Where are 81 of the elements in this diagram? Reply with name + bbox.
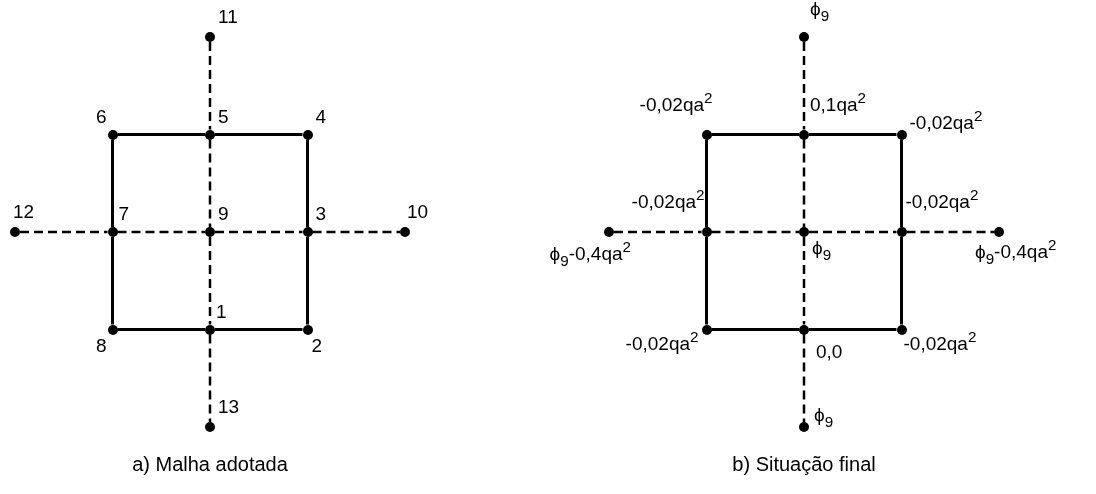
dashed-grid-line [208, 237, 212, 325]
grid-line [711, 328, 799, 331]
point-label: 13 [218, 397, 240, 416]
grid-line [117, 133, 205, 136]
dashed-grid-line [809, 230, 897, 234]
point-label: -0,02qa$^{2}$ [905, 192, 979, 211]
dashed-grid-line [711, 230, 799, 234]
grid-line [900, 237, 903, 325]
grid-line [809, 328, 897, 331]
mesh-point [799, 422, 809, 432]
dashed-grid-line [802, 237, 806, 325]
point-label: -0,02qa$^{2}$ [625, 333, 699, 353]
mesh-point [799, 129, 809, 140]
mesh-point [302, 324, 313, 335]
mesh-point [107, 129, 118, 140]
dashed-grid-line [215, 230, 303, 234]
grid-line [306, 139, 309, 227]
point-label: -0,02qa$^{2}$ [909, 112, 983, 132]
mesh-point [302, 129, 313, 140]
dashed-grid-line [906, 230, 994, 234]
mesh-point [205, 32, 215, 42]
grid-line [809, 133, 897, 136]
mesh-point [107, 324, 118, 335]
grid-line [111, 237, 114, 325]
grid-line [705, 139, 708, 227]
mesh-point [994, 227, 1004, 237]
dashed-grid-line [208, 139, 212, 227]
point-label: -0,02qa$^{2}$ [639, 94, 713, 114]
grid-line [215, 133, 303, 136]
point-label: 0,1qa$^{2}$ [810, 94, 866, 114]
point-label: 5 [218, 106, 229, 126]
dashed-grid-line [802, 42, 806, 130]
mesh-point [896, 129, 907, 140]
mesh-point [302, 227, 313, 237]
dashed-grid-line [312, 230, 400, 234]
point-label: 8 [95, 335, 107, 355]
dashed-grid-line [802, 139, 806, 227]
point-label: 7 [118, 204, 130, 223]
mesh-point [205, 227, 215, 237]
mesh-point [701, 324, 712, 335]
mesh-point [799, 324, 809, 335]
dashed-grid-line [20, 230, 108, 234]
point-label: -0,02qa$^{2}$ [903, 333, 977, 353]
mesh-point [205, 324, 215, 335]
mesh-point [799, 227, 809, 237]
grid-line [117, 328, 205, 331]
mesh-point [205, 129, 215, 140]
mesh-point [701, 129, 712, 140]
dashed-grid-line [208, 42, 212, 130]
point-label: 12 [13, 202, 35, 221]
grid-line [306, 237, 309, 325]
dashed-grid-line [614, 230, 702, 234]
mesh-point [799, 32, 809, 42]
point-label: 3 [315, 204, 327, 223]
grid-line [711, 133, 799, 136]
panel-caption: a) Malha adotada [132, 453, 288, 476]
grid-line [900, 139, 903, 227]
mesh-point [896, 324, 907, 335]
point-label: 1 [216, 301, 227, 321]
point-label: 4 [315, 106, 327, 126]
mesh-point [604, 227, 614, 237]
dashed-grid-line [117, 230, 205, 234]
point-label: -0,02qa$^{2}$ [631, 192, 705, 211]
point-label: 11 [218, 7, 238, 26]
point-label: 9 [218, 204, 229, 223]
grid-line [215, 328, 303, 331]
point-label: 6 [95, 106, 107, 126]
mesh-point [205, 422, 215, 432]
grid-line [111, 139, 114, 227]
dashed-grid-line [208, 334, 212, 422]
mesh-point [107, 227, 118, 237]
mesh-point [400, 227, 410, 237]
dashed-grid-line [802, 334, 806, 422]
mesh-point [896, 227, 907, 237]
mesh-point [701, 227, 712, 237]
panel-caption: b) Situação final [732, 453, 876, 476]
point-label: 0,0 [816, 341, 843, 361]
grid-line [705, 237, 708, 325]
point-label: 10 [407, 202, 429, 221]
point-label: 2 [311, 335, 323, 355]
mesh-point [10, 227, 20, 237]
